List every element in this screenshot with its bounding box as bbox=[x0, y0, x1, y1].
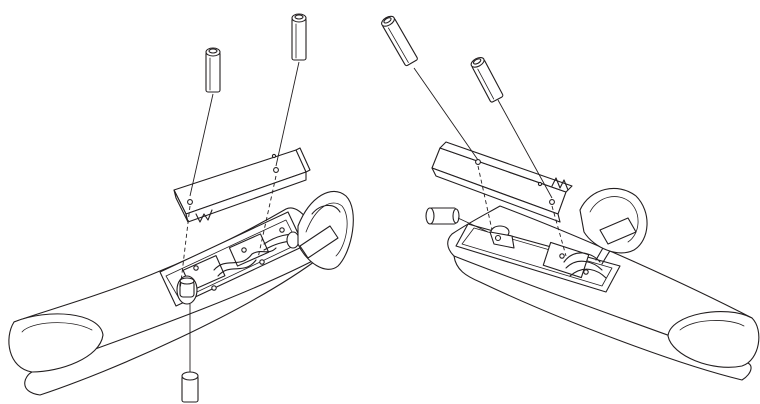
right-plug bbox=[425, 207, 460, 225]
right-assembly bbox=[381, 15, 760, 381]
right-speaker-body bbox=[447, 205, 760, 381]
right-leader-1 bbox=[413, 67, 479, 161]
right-leader-3 bbox=[457, 217, 489, 233]
left-stand bbox=[297, 190, 354, 270]
left-plug bbox=[181, 371, 199, 403]
left-dashed-1 bbox=[179, 205, 191, 291]
right-leader-2 bbox=[497, 99, 553, 199]
right-dashed-2 bbox=[551, 205, 567, 257]
right-dashed-1 bbox=[477, 165, 493, 231]
right-stand bbox=[579, 187, 648, 254]
left-screw-1 bbox=[205, 47, 221, 93]
left-screw-2 bbox=[291, 13, 307, 61]
left-leader-1 bbox=[189, 93, 214, 197]
left-cover-plate bbox=[173, 147, 311, 223]
right-cover-plate bbox=[431, 141, 573, 223]
left-leader-2 bbox=[275, 61, 300, 167]
right-screw-1 bbox=[381, 15, 418, 67]
left-assembly bbox=[8, 13, 354, 403]
left-speaker-body bbox=[8, 207, 323, 396]
right-screw-2 bbox=[470, 56, 504, 103]
